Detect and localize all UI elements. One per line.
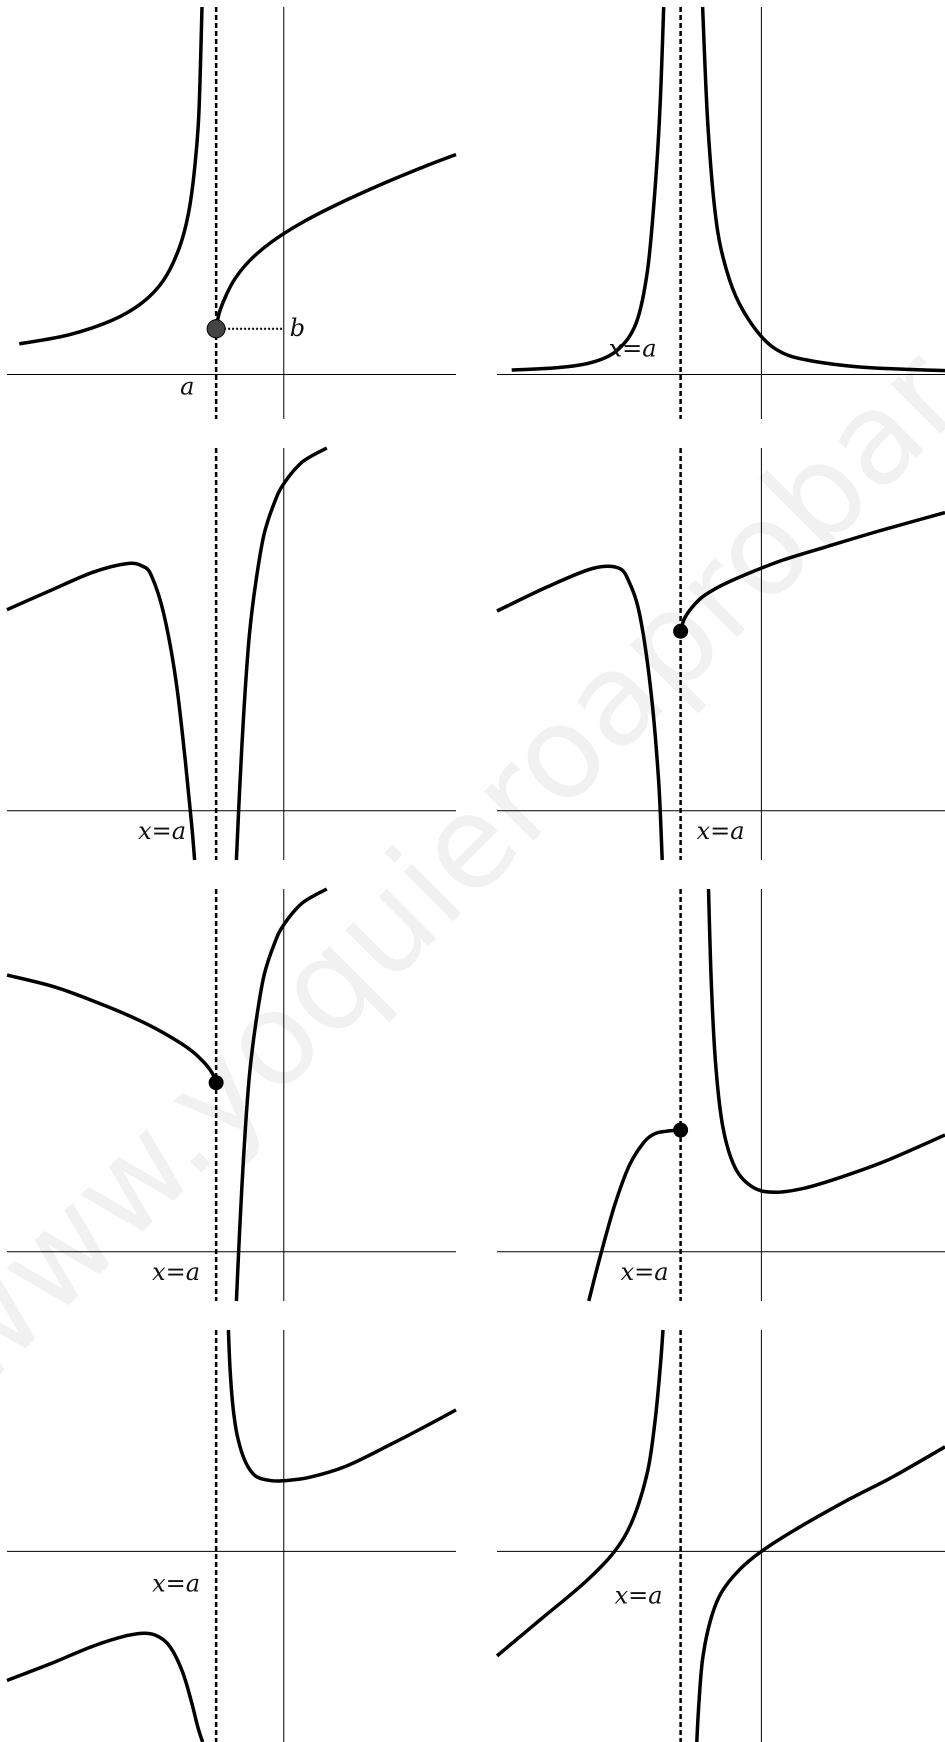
- asymptote-label: x=a: [615, 1581, 663, 1609]
- asymptote-label: x=a: [152, 1569, 200, 1597]
- curve-branch-1: [511, 6, 666, 372]
- graph-panel-8: x=a: [495, 1329, 945, 1742]
- curve-branch-2: [214, 152, 457, 330]
- curve-branch-1: [6, 973, 218, 1084]
- curve-branch-2: [226, 1329, 457, 1483]
- curve-branch-1: [19, 6, 204, 346]
- curve-branch-2: [706, 888, 945, 1194]
- asymptote-label: x=a: [138, 817, 186, 845]
- highlighted-point: [673, 623, 689, 639]
- graph-panel-4: x=a: [496, 448, 945, 861]
- curve-branch-2: [695, 1445, 945, 1742]
- asymptote-label: x=a: [152, 1258, 200, 1286]
- highlighted-point: [206, 319, 226, 339]
- graph-panel-2: x=a: [497, 6, 945, 419]
- asymptote-label: a: [180, 372, 194, 400]
- highlighted-point: [208, 1075, 224, 1091]
- graph-panel-6: x=a: [497, 888, 945, 1302]
- curve-branch-1: [495, 1329, 665, 1658]
- curve-branch-2: [234, 446, 328, 861]
- graph-panel-7: x=a: [6, 1329, 457, 1742]
- curve-branch-1: [587, 1128, 681, 1302]
- asymptote-label: x=a: [621, 1258, 669, 1286]
- asymptote-label: x=a: [609, 334, 657, 362]
- asymptote-label: x=a: [697, 817, 745, 845]
- watermark: www.yoquieroaprobar.es: [0, 198, 945, 1418]
- graph-panel-1: ab: [7, 6, 457, 419]
- curve-branch-2: [678, 510, 945, 632]
- graph-panel-5: x=a: [6, 887, 456, 1302]
- highlighted-point: [673, 1122, 689, 1138]
- graph-panel-3: x=a: [6, 446, 456, 861]
- curve-branch-1: [6, 1631, 205, 1742]
- curve-branch-1: [496, 564, 664, 861]
- curve-branch-2: [700, 6, 945, 373]
- point-label: b: [290, 314, 305, 342]
- curve-branch-2: [234, 887, 328, 1302]
- curve-branch-1: [6, 561, 197, 861]
